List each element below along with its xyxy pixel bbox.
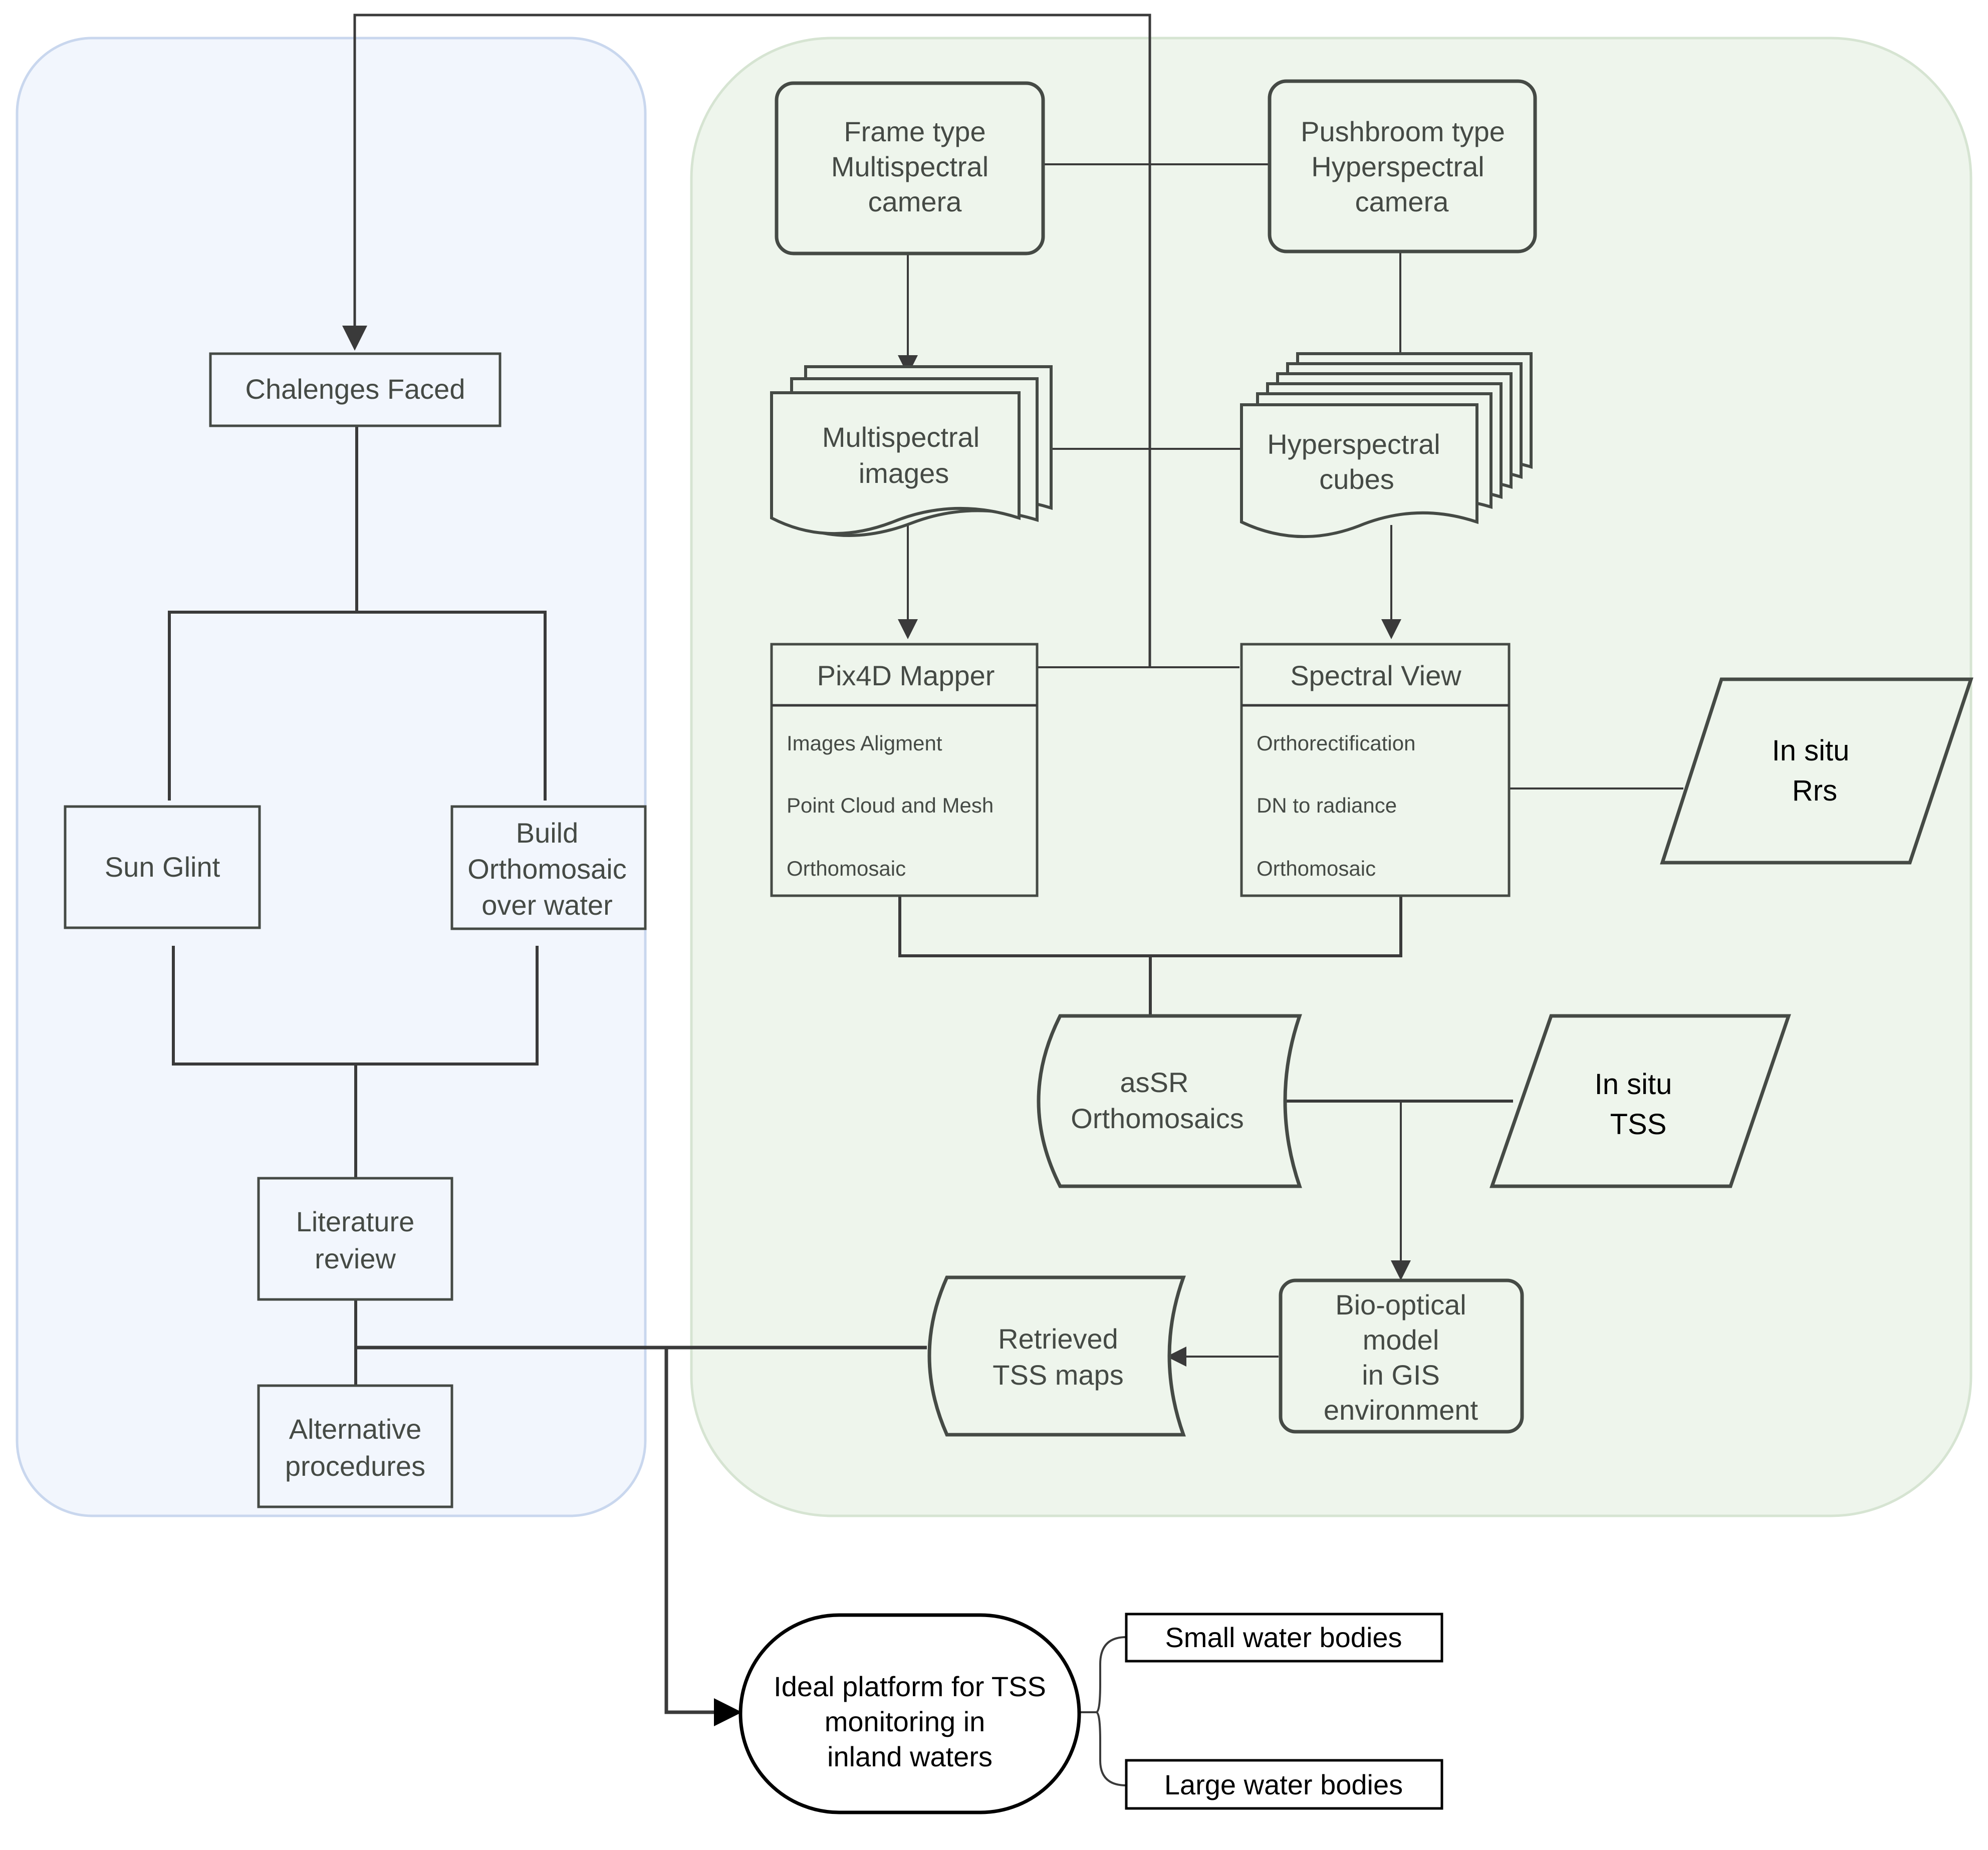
pushbroom-line1: Pushbroom type	[1301, 116, 1505, 147]
platform-line1: Ideal platform for TSS	[774, 1671, 1046, 1702]
pix4d-step1: Images Aligment	[787, 731, 942, 755]
spectral-view-box: Spectral View Orthorectification DN to r…	[1240, 643, 1511, 897]
retrieved-line1: Retrieved	[998, 1323, 1118, 1355]
pushbroom-camera-box: Pushbroom type Hyperspectral camera	[1268, 79, 1537, 253]
retrieved-tss-maps-box: Retrieved TSS maps	[927, 1275, 1186, 1437]
sun-glint-box: Sun Glint	[64, 805, 261, 929]
pushbroom-line3: camera	[1355, 186, 1449, 217]
sun-glint-label: Sun Glint	[105, 851, 220, 883]
spectral-view-step3: Orthomosaic	[1257, 857, 1376, 880]
small-water-label: Small water bodies	[1165, 1622, 1402, 1653]
build-ortho-line2: Orthomosaic	[467, 853, 626, 885]
challenges-box: Chalenges Faced	[209, 352, 502, 427]
alternative-line1: Alternative	[289, 1413, 422, 1445]
hs-cubes-line2: cubes	[1319, 463, 1394, 495]
insitu-rrs-line2: Rrs	[1792, 774, 1837, 807]
hyperspectral-cubes-stack: Hyperspectral cubes	[1240, 352, 1533, 539]
insitu-rrs-line1: In situ	[1772, 734, 1850, 767]
platform-line2: monitoring in	[825, 1706, 985, 1737]
hs-cubes-line1: Hyperspectral	[1267, 428, 1440, 460]
alternative-procedures-box: Alternative procedures	[257, 1384, 453, 1508]
spectral-view-step2: DN to radiance	[1257, 794, 1397, 817]
bio-optical-line4: environment	[1324, 1394, 1478, 1426]
ideal-platform-terminator: Ideal platform for TSS monitoring in inl…	[738, 1613, 1081, 1814]
literature-review-box: Literature review	[257, 1177, 453, 1301]
bio-optical-line2: model	[1363, 1324, 1439, 1356]
spectral-view-title: Spectral View	[1290, 660, 1461, 691]
assr-line1: asSR	[1120, 1067, 1189, 1098]
bio-optical-line3: in GIS	[1362, 1359, 1440, 1391]
insitu-tss-line2: TSS	[1610, 1108, 1667, 1141]
bio-optical-box: Bio-optical model in GIS environment	[1279, 1278, 1524, 1434]
connectors	[168, 14, 1683, 1786]
literature-line2: review	[315, 1243, 396, 1274]
platform-line3: inland waters	[827, 1741, 992, 1772]
pushbroom-line2: Hyperspectral	[1311, 151, 1484, 182]
large-water-bodies-box: Large water bodies	[1125, 1759, 1443, 1810]
pix4d-mapper-box: Pix4D Mapper Images Aligment Point Cloud…	[770, 643, 1039, 897]
build-ortho-box: Build Orthomosaic over water	[450, 805, 647, 930]
assr-orthomosaics-box: asSR Orthomosaics	[1037, 1014, 1302, 1188]
build-ortho-line1: Build	[516, 817, 579, 849]
challenges-label: Chalenges Faced	[245, 373, 465, 405]
large-water-label: Large water bodies	[1164, 1769, 1403, 1800]
pix4d-step2: Point Cloud and Mesh	[787, 794, 993, 817]
insitu-tss-line1: In situ	[1595, 1068, 1672, 1101]
retrieved-line2: TSS maps	[992, 1359, 1123, 1391]
literature-line1: Literature	[296, 1206, 415, 1237]
bio-optical-line1: Bio-optical	[1335, 1289, 1466, 1320]
frame-camera-line2: Multispectral	[831, 151, 988, 182]
assr-line2: Orthomosaics	[1071, 1103, 1244, 1134]
ms-images-line2: images	[859, 457, 949, 489]
insitu-tss-box: In situ TSS	[1489, 1014, 1791, 1188]
pix4d-step3: Orthomosaic	[787, 857, 906, 880]
frame-camera-box: Frame type Multispectral camera	[775, 81, 1045, 255]
spectral-view-step1: Orthorectification	[1257, 731, 1415, 755]
frame-camera-line1: Frame type	[844, 116, 985, 147]
build-ortho-line3: over water	[481, 889, 612, 921]
pix4d-title: Pix4D Mapper	[817, 660, 995, 691]
small-water-bodies-box: Small water bodies	[1125, 1613, 1443, 1663]
insitu-rrs-box: In situ Rrs	[1660, 677, 1973, 865]
alternative-line2: procedures	[285, 1450, 425, 1482]
frame-camera-line3: camera	[868, 186, 962, 217]
multispectral-images-stack: Multispectral images	[770, 365, 1053, 537]
ms-images-line1: Multispectral	[822, 421, 979, 453]
